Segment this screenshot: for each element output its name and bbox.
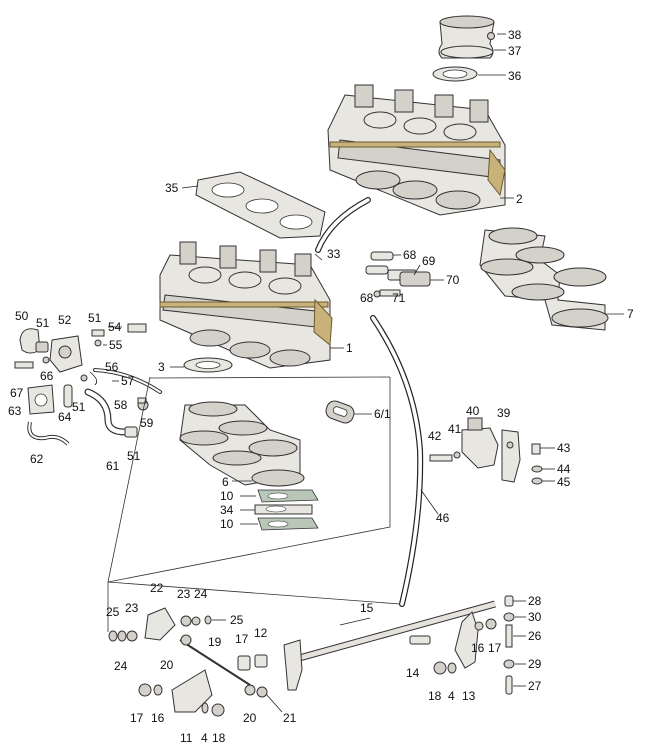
callout-38: 38 — [508, 28, 522, 42]
callout-17-b: 17 — [488, 641, 502, 655]
callout-24: 24 — [194, 587, 208, 601]
callout-42: 42 — [428, 429, 442, 443]
callout-71: 71 — [392, 291, 406, 305]
callout-6: 6 — [222, 475, 229, 489]
callout-16-b: 16 — [151, 711, 165, 725]
callout-10-b: 10 — [220, 517, 234, 531]
upper-carburetor-assembly — [327, 84, 506, 216]
callout-37: 37 — [508, 44, 522, 58]
callout-64: 64 — [58, 410, 72, 424]
callout-68: 68 — [403, 248, 417, 262]
callout-57: 57 — [121, 374, 135, 388]
callout-22: 22 — [150, 581, 164, 595]
hose-33-part — [315, 197, 371, 253]
callout-33: 33 — [327, 247, 341, 261]
callout-18-b: 18 — [212, 731, 226, 745]
seal-6-1-part — [325, 400, 355, 424]
callout-40: 40 — [466, 404, 480, 418]
callout-10: 10 — [220, 489, 234, 503]
callout-15: 15 — [360, 601, 374, 615]
throttle-switch-group — [429, 417, 543, 485]
callout-25-b: 25 — [106, 605, 120, 619]
callout-17-c: 17 — [130, 711, 144, 725]
callout-18: 18 — [428, 689, 442, 703]
callout-4: 4 — [448, 689, 455, 703]
callout-69: 69 — [422, 254, 436, 268]
callout-35: 35 — [165, 181, 179, 195]
callout-70: 70 — [446, 273, 460, 287]
callout-29: 29 — [528, 657, 542, 671]
callout-52: 52 — [58, 313, 72, 327]
callout-41: 41 — [448, 422, 462, 436]
callout-26: 26 — [528, 629, 542, 643]
callout-66: 66 — [40, 369, 54, 383]
air-horn-part — [438, 15, 495, 59]
callout-6-1: 6/1 — [374, 407, 391, 421]
gasket-35-part — [195, 171, 326, 239]
callout-11: 11 — [180, 731, 193, 745]
callout-46: 46 — [436, 511, 450, 525]
right-linkage-group — [409, 595, 515, 695]
linkage-rod-15 — [283, 600, 496, 691]
callout-13: 13 — [462, 689, 476, 703]
callout-56: 56 — [105, 360, 119, 374]
callout-3: 3 — [158, 360, 165, 374]
manifold-inset-frame — [107, 376, 391, 583]
callout-30: 30 — [528, 610, 542, 624]
callout-2: 2 — [516, 192, 523, 206]
intake-manifold-7 — [479, 227, 609, 331]
fuel-pump-group — [14, 323, 162, 446]
callout-51-b: 51 — [88, 311, 102, 325]
leader-lines — [103, 33, 624, 713]
callout-63: 63 — [8, 404, 22, 418]
callout-7: 7 — [627, 307, 634, 321]
callout-19: 19 — [208, 635, 222, 649]
callout-67: 67 — [10, 386, 24, 400]
intake-manifold-6 — [179, 401, 305, 487]
left-linkage-group — [108, 607, 268, 717]
callout-24-b: 24 — [114, 659, 128, 673]
callout-23-b: 23 — [125, 601, 139, 615]
callout-12: 12 — [254, 626, 268, 640]
callout-17: 17 — [235, 632, 249, 646]
callout-34: 34 — [220, 503, 234, 517]
lower-carburetor-assembly — [159, 241, 333, 369]
callout-4-b: 4 — [201, 731, 208, 745]
gasket-36-part — [432, 66, 478, 82]
callout-20-b: 20 — [243, 711, 257, 725]
callout-51: 51 — [36, 316, 50, 330]
callout-50: 50 — [15, 309, 29, 323]
callout-58: 58 — [114, 398, 128, 412]
callout-51-d: 51 — [127, 449, 141, 463]
linkage-frame-lines — [107, 581, 401, 632]
callout-21: 21 — [283, 711, 297, 725]
gasket-stack-10-34 — [254, 489, 319, 531]
callout-55: 55 — [109, 338, 123, 352]
callout-45: 45 — [557, 475, 571, 489]
callout-39: 39 — [497, 406, 511, 420]
callout-62: 62 — [30, 452, 44, 466]
callout-28: 28 — [528, 594, 542, 608]
callout-44: 44 — [557, 462, 571, 476]
callout-1: 1 — [346, 341, 353, 355]
callout-14: 14 — [406, 666, 420, 680]
fuel-fittings-68-71 — [365, 251, 431, 298]
callout-54: 54 — [108, 320, 122, 334]
callout-25: 25 — [230, 613, 244, 627]
callout-20: 20 — [160, 658, 174, 672]
callout-51-c: 51 — [72, 400, 86, 414]
callout-68-b: 68 — [360, 291, 374, 305]
callout-27: 27 — [528, 679, 542, 693]
callout-36: 36 — [508, 69, 522, 83]
callout-59: 59 — [140, 416, 154, 430]
callout-16: 16 — [471, 641, 485, 655]
callout-labels: 38 37 36 2 35 33 68 69 70 68 71 7 1 3 50… — [8, 28, 634, 745]
gasket-3-part — [183, 357, 233, 373]
callout-61: 61 — [106, 459, 120, 473]
callout-43: 43 — [557, 441, 571, 455]
hose-46-part — [370, 315, 424, 607]
callout-23: 23 — [177, 587, 191, 601]
